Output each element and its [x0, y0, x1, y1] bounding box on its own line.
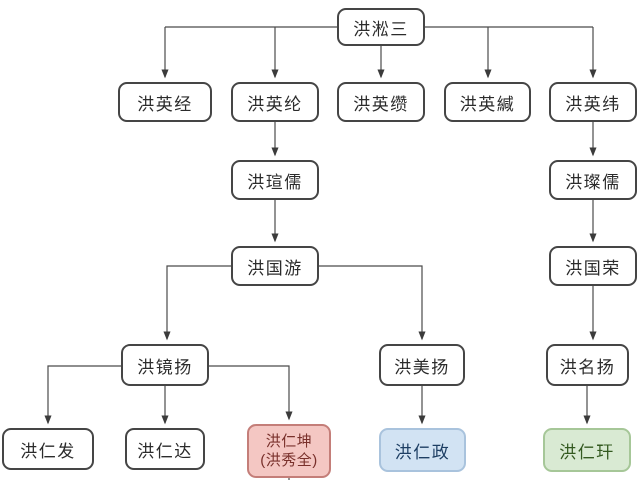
node-hong-ren-kun: 洪仁坤 (洪秀全) — [247, 424, 331, 478]
node-hong-ren-gan: 洪仁玕 — [543, 428, 631, 472]
node-hong-xuan-ru: 洪瑄儒 — [231, 160, 319, 200]
node-hong-jing-yang: 洪镜扬 — [121, 344, 209, 386]
node-hong-ren-kun-sublabel: (洪秀全) — [260, 452, 318, 469]
node-hong-guo-you: 洪国游 — [231, 246, 319, 286]
node-hong-song-san: 洪淞三 — [337, 8, 425, 46]
node-hong-ying-lun: 洪英纶 — [231, 82, 319, 122]
node-hong-mei-yang: 洪美扬 — [379, 344, 465, 386]
node-hong-ren-da: 洪仁达 — [125, 428, 205, 470]
node-hong-ying-jian: 洪英緘 — [444, 82, 531, 122]
node-hong-ying-jing: 洪英经 — [118, 82, 212, 122]
node-hong-guo-rong: 洪国荣 — [549, 246, 637, 286]
node-hong-ying-wei: 洪英纬 — [549, 82, 637, 122]
node-hong-can-ru: 洪璨儒 — [549, 160, 637, 200]
node-hong-ren-zheng: 洪仁政 — [379, 428, 466, 472]
node-hong-ying-zuan: 洪英缵 — [337, 82, 425, 122]
node-hong-ming-yang: 洪名扬 — [546, 344, 629, 386]
node-hong-ren-fa: 洪仁发 — [2, 428, 94, 470]
node-hong-ren-kun-label: 洪仁坤 — [265, 432, 313, 450]
